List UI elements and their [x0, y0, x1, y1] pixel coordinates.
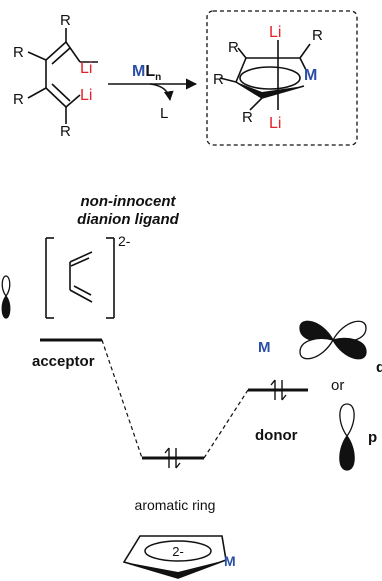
or-label: or	[331, 377, 344, 394]
product-substituent-r-4: R	[242, 109, 253, 126]
leaving-ligand-label: L	[160, 105, 168, 122]
substituent-r-bottom: R	[60, 123, 71, 140]
diene-fragment	[45, 237, 115, 319]
ligand-title-line1: non-innocent	[81, 193, 177, 210]
ring-metal-label: M	[224, 553, 236, 569]
p-orbital-label: p	[368, 429, 377, 446]
substituent-r-top: R	[60, 12, 71, 29]
metal-orbital-label: M	[258, 339, 271, 356]
lithium-label-lower: Li	[80, 87, 92, 104]
aromatic-ring-icon	[122, 535, 227, 579]
acceptor-correlation-line	[101, 339, 143, 459]
ring-charge: 2-	[172, 544, 184, 559]
product-lithium-bottom: Li	[269, 115, 281, 132]
lithium-label-upper: Li	[80, 60, 92, 77]
ligand-charge: 2-	[118, 233, 131, 249]
product-substituent-r-2: R	[312, 27, 323, 44]
product-metal-label: M	[304, 67, 317, 84]
right-p-orbital-icon	[339, 403, 355, 471]
substituent-r-left-upper: R	[13, 44, 24, 61]
wedge-bond	[236, 82, 304, 98]
aromatic-ring-label: aromatic ring	[135, 497, 216, 513]
dilithio-diene	[27, 28, 98, 124]
product-lithium-top: Li	[269, 24, 281, 41]
product-substituent-r-3: R	[213, 71, 224, 88]
left-p-orbital-icon	[1, 275, 11, 319]
acceptor-label: acceptor	[32, 353, 95, 370]
d-orbital-icon	[299, 320, 367, 360]
product-box	[206, 10, 358, 146]
ring-electron-pair-icon	[164, 447, 181, 469]
cropped-orbital-label: d	[376, 359, 382, 376]
donor-correlation-line	[203, 389, 249, 459]
ligand-loss-arrow	[149, 83, 174, 101]
donor-label: donor	[255, 427, 298, 444]
substituent-r-left-lower: R	[13, 91, 24, 108]
donor-electron-pair-icon	[270, 379, 287, 401]
ligand-title-line2: dianion ligand	[77, 211, 179, 228]
product-substituent-r-1: R	[228, 39, 239, 56]
reagent-label: MLn	[132, 63, 161, 83]
